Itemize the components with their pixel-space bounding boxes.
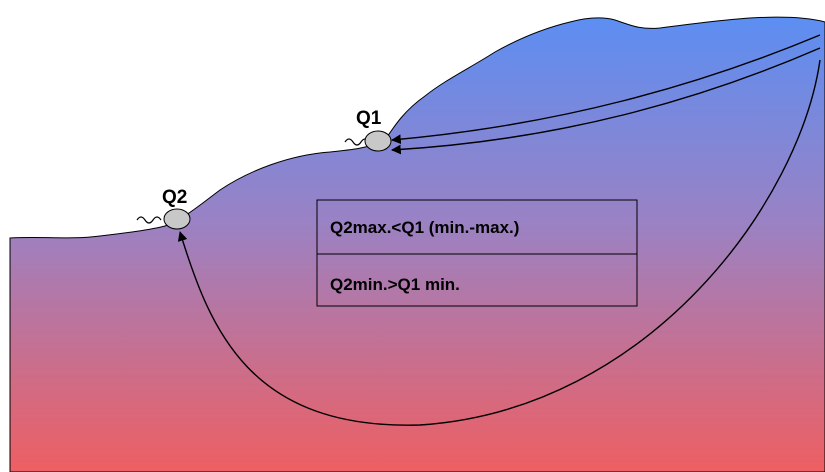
spring-q1-marker <box>364 130 392 152</box>
spring-q2-label: Q2 <box>162 187 187 208</box>
flow-path-q2-deep <box>177 59 821 426</box>
spring-q1: Q1 <box>344 108 392 152</box>
spring-q2-squiggle <box>136 216 162 224</box>
spring-q2-marker <box>163 208 191 230</box>
flow-path-q1-lower <box>391 47 821 155</box>
condition-row-2: Q2min.>Q1 min. <box>330 275 460 294</box>
condition-box-frame <box>316 199 638 307</box>
flow-path-q1-upper <box>391 34 821 145</box>
terrain-body <box>9 16 825 472</box>
spring-q1-label: Q1 <box>356 108 382 129</box>
condition-row-1: Q2max.<Q1 (min.-max.) <box>330 218 519 237</box>
condition-box: Q2max.<Q1 (min.-max.) Q2min.>Q1 min. <box>316 199 638 307</box>
spring-q2: Q2 <box>136 187 191 230</box>
